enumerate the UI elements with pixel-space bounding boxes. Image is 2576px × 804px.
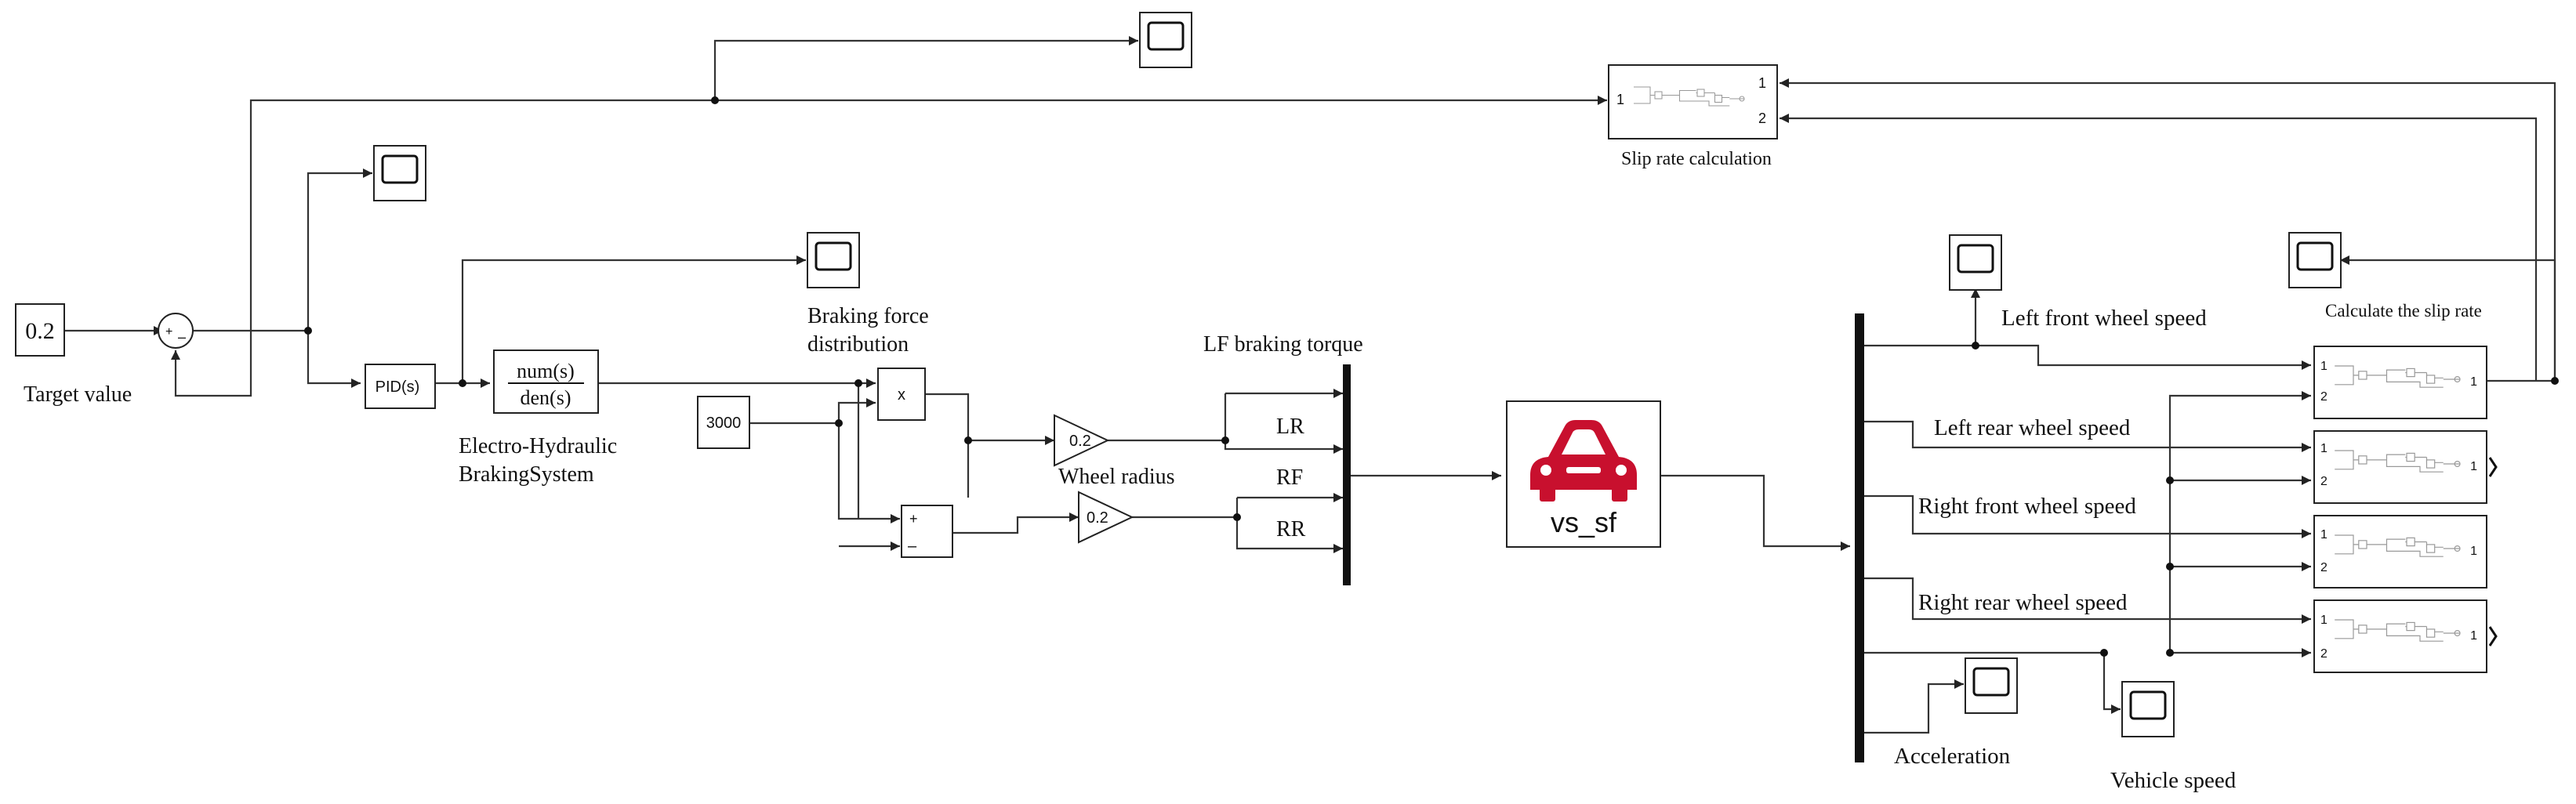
lf-sub-out-1: 1 <box>2470 375 2477 389</box>
constant-3000-block[interactable]: 3000 <box>697 396 750 449</box>
right-rear-wheel-speed-label: Right rear wheel speed <box>1918 590 2128 615</box>
lf-sub-in-2: 2 <box>2320 390 2327 404</box>
torque-mux-bar[interactable] <box>1343 364 1351 585</box>
vehicle-output-demux-bar[interactable] <box>1855 313 1864 762</box>
subtract-minus: – <box>908 538 917 555</box>
arrowheads <box>154 36 2349 714</box>
wheel-slip-subsystem-rf[interactable]: 1 2 1 <box>2313 515 2487 589</box>
tf-numerator: num(s) <box>517 360 575 382</box>
scope-acceleration[interactable] <box>1964 657 2019 715</box>
lr-sub-out-1: 1 <box>2470 460 2477 473</box>
lr-sub-in-2: 2 <box>2320 475 2327 488</box>
sum-plus-sign: + <box>165 325 172 339</box>
ehb-label-line1: Electro-Hydraulic <box>459 434 617 458</box>
target-value-text: 0.2 <box>25 318 55 344</box>
rr-output-chevron-icon <box>2488 626 2498 646</box>
lr-output-chevron-icon <box>2488 457 2498 477</box>
slip-calc-out-port-2: 2 <box>1758 110 1766 126</box>
sum-block[interactable]: + – <box>158 313 194 349</box>
rr-label: RR <box>1276 517 1306 541</box>
gain-bottom-value: 0.2 <box>1087 509 1108 527</box>
rf-label: RF <box>1276 465 1303 490</box>
wheel-slip-subsystem-rr[interactable]: 1 2 1 <box>2313 599 2498 673</box>
scope-ehb-input[interactable] <box>806 231 861 289</box>
rr-sub-in-1: 1 <box>2320 614 2327 627</box>
sum-minus-sign: – <box>178 329 186 345</box>
gain-block-top[interactable]: 0.2 <box>1054 414 1110 467</box>
slip-calc-in-port: 1 <box>1616 92 1624 107</box>
lr-sub-in-1: 1 <box>2320 442 2327 455</box>
subtract-block[interactable]: + – <box>901 505 953 558</box>
target-value-block[interactable]: 0.2 <box>15 303 65 357</box>
junction-dots <box>304 96 2559 657</box>
scope-slip-rate[interactable] <box>2288 231 2342 289</box>
scope-vehicle-speed[interactable] <box>2121 680 2175 738</box>
bfd-label-line1: Braking force <box>807 304 929 328</box>
rf-sub-in-2: 2 <box>2320 561 2327 574</box>
lf-braking-torque-label: LF braking torque <box>1203 332 1363 357</box>
rr-sub-in-2: 2 <box>2320 647 2327 661</box>
rr-sub-out-1: 1 <box>2470 629 2477 643</box>
right-front-wheel-speed-label: Right front wheel speed <box>1918 494 2136 519</box>
product-text: x <box>898 386 905 404</box>
car-icon <box>1530 420 1637 502</box>
left-front-wheel-speed-label: Left front wheel speed <box>2001 306 2207 331</box>
rf-sub-in-1: 1 <box>2320 528 2327 541</box>
wheel-slip-subsystem-lf[interactable]: 1 2 1 <box>2313 346 2487 419</box>
vehicle-block[interactable]: vs_sf <box>1506 400 1661 548</box>
scope-top-slip[interactable] <box>1138 11 1193 69</box>
vehicle-speed-label: Vehicle speed <box>2110 768 2237 793</box>
vehicle-label: vs_sf <box>1551 506 1617 538</box>
target-value-label: Target value <box>24 382 132 407</box>
constant-3000-text: 3000 <box>706 415 742 432</box>
slip-calc-label: Slip rate calculation <box>1621 149 1772 169</box>
transfer-function-block[interactable]: num(s) den(s) <box>493 349 599 414</box>
wheel-radius-label: Wheel radius <box>1058 465 1175 489</box>
lr-label: LR <box>1276 415 1304 439</box>
slip-calc-out-port-1: 1 <box>1758 75 1766 91</box>
gain-top-value: 0.2 <box>1069 433 1091 450</box>
calculate-slip-rate-label: Calculate the slip rate <box>2325 301 2482 321</box>
bfd-label-line2: distribution <box>807 332 909 357</box>
signal-lines <box>64 39 2556 734</box>
lf-sub-in-1: 1 <box>2320 360 2327 373</box>
slip-rate-calculation-block[interactable]: 1 1 2 <box>1608 64 1778 139</box>
gain-block-bottom[interactable]: 0.2 <box>1078 491 1134 544</box>
acceleration-label: Acceleration <box>1894 744 2011 769</box>
pid-controller-block[interactable]: PID(s) <box>365 364 436 409</box>
tf-denominator: den(s) <box>521 386 571 409</box>
rf-sub-out-1: 1 <box>2470 545 2477 558</box>
product-block[interactable]: x <box>877 368 926 421</box>
scope-error[interactable] <box>372 144 427 202</box>
scope-left-front-wheel-speed[interactable] <box>1948 234 2003 292</box>
left-rear-wheel-speed-label: Left rear wheel speed <box>1934 415 2131 440</box>
pid-text: PID(s) <box>376 378 420 396</box>
ehb-label-line2: BrakingSystem <box>459 462 594 487</box>
subtract-plus: + <box>909 511 918 527</box>
wheel-slip-subsystem-lr[interactable]: 1 2 1 <box>2313 430 2498 504</box>
